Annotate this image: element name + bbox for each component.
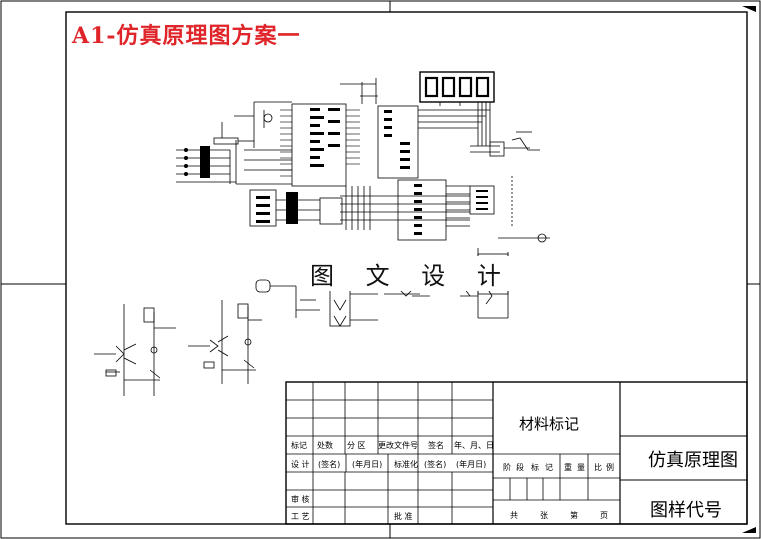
stage-label-5: 量 (577, 463, 585, 472)
label-date-2: (年月日) (456, 460, 487, 469)
middle-bus (249, 186, 470, 230)
material-mark: 材料标记 (519, 415, 580, 433)
label-process: 工 艺 (291, 512, 310, 521)
title-block (285, 381, 748, 525)
stage-label-4: 重 (564, 463, 572, 472)
corner-marks (742, 6, 756, 533)
stage-label-6: 比 (594, 463, 602, 472)
top-left-parts (213, 101, 292, 148)
label-mark: 标记 (291, 441, 307, 450)
schematic (94, 71, 550, 396)
label-sign: 签名 (428, 441, 444, 450)
sheet-info-2: 第 (570, 511, 578, 520)
sheet-info-1: 张 (540, 511, 548, 520)
label-zone: 分 区 (347, 441, 366, 450)
label-design: 设 计 (291, 460, 310, 469)
driver-ic (377, 105, 419, 179)
label-signature-2: (签名) (424, 460, 447, 469)
top-right-sensor (470, 131, 540, 157)
drawing-code: 图样代号 (650, 500, 722, 521)
seven-segment-display (419, 71, 495, 103)
stage-label-2: 标 (531, 463, 539, 472)
label-change-doc: 更改文件号 (378, 441, 418, 450)
label-standardize: 标准化 (394, 460, 418, 469)
driver-circuit-2 (188, 300, 262, 384)
stage-label-1: 段 (516, 463, 524, 472)
right-ic-block (397, 176, 513, 241)
drawing-name: 仿真原理图 (648, 450, 738, 471)
driver-circuit-1 (94, 304, 176, 396)
stage-label-7: 例 (606, 463, 614, 472)
drawing-title: A1-仿真原理图方案一 (72, 23, 301, 49)
microcontroller-ic (280, 103, 360, 187)
label-date-1: (年月日) (352, 460, 383, 469)
display-bus (340, 78, 491, 146)
label-approve: 批 准 (394, 512, 413, 521)
stage-label-0: 阶 (503, 463, 511, 472)
watermark-text: 图 文 设 计 (306, 256, 517, 291)
left-connectors (176, 140, 292, 185)
stage-label-3: 记 (545, 463, 553, 472)
label-date: 年、月、日 (454, 441, 494, 450)
label-signature-1: (签名) (318, 460, 341, 469)
sheet-info-3: 页 (600, 511, 608, 520)
label-review: 审 核 (291, 495, 310, 504)
sheet-info-0: 共 (510, 511, 518, 520)
label-count: 处数 (317, 441, 333, 450)
